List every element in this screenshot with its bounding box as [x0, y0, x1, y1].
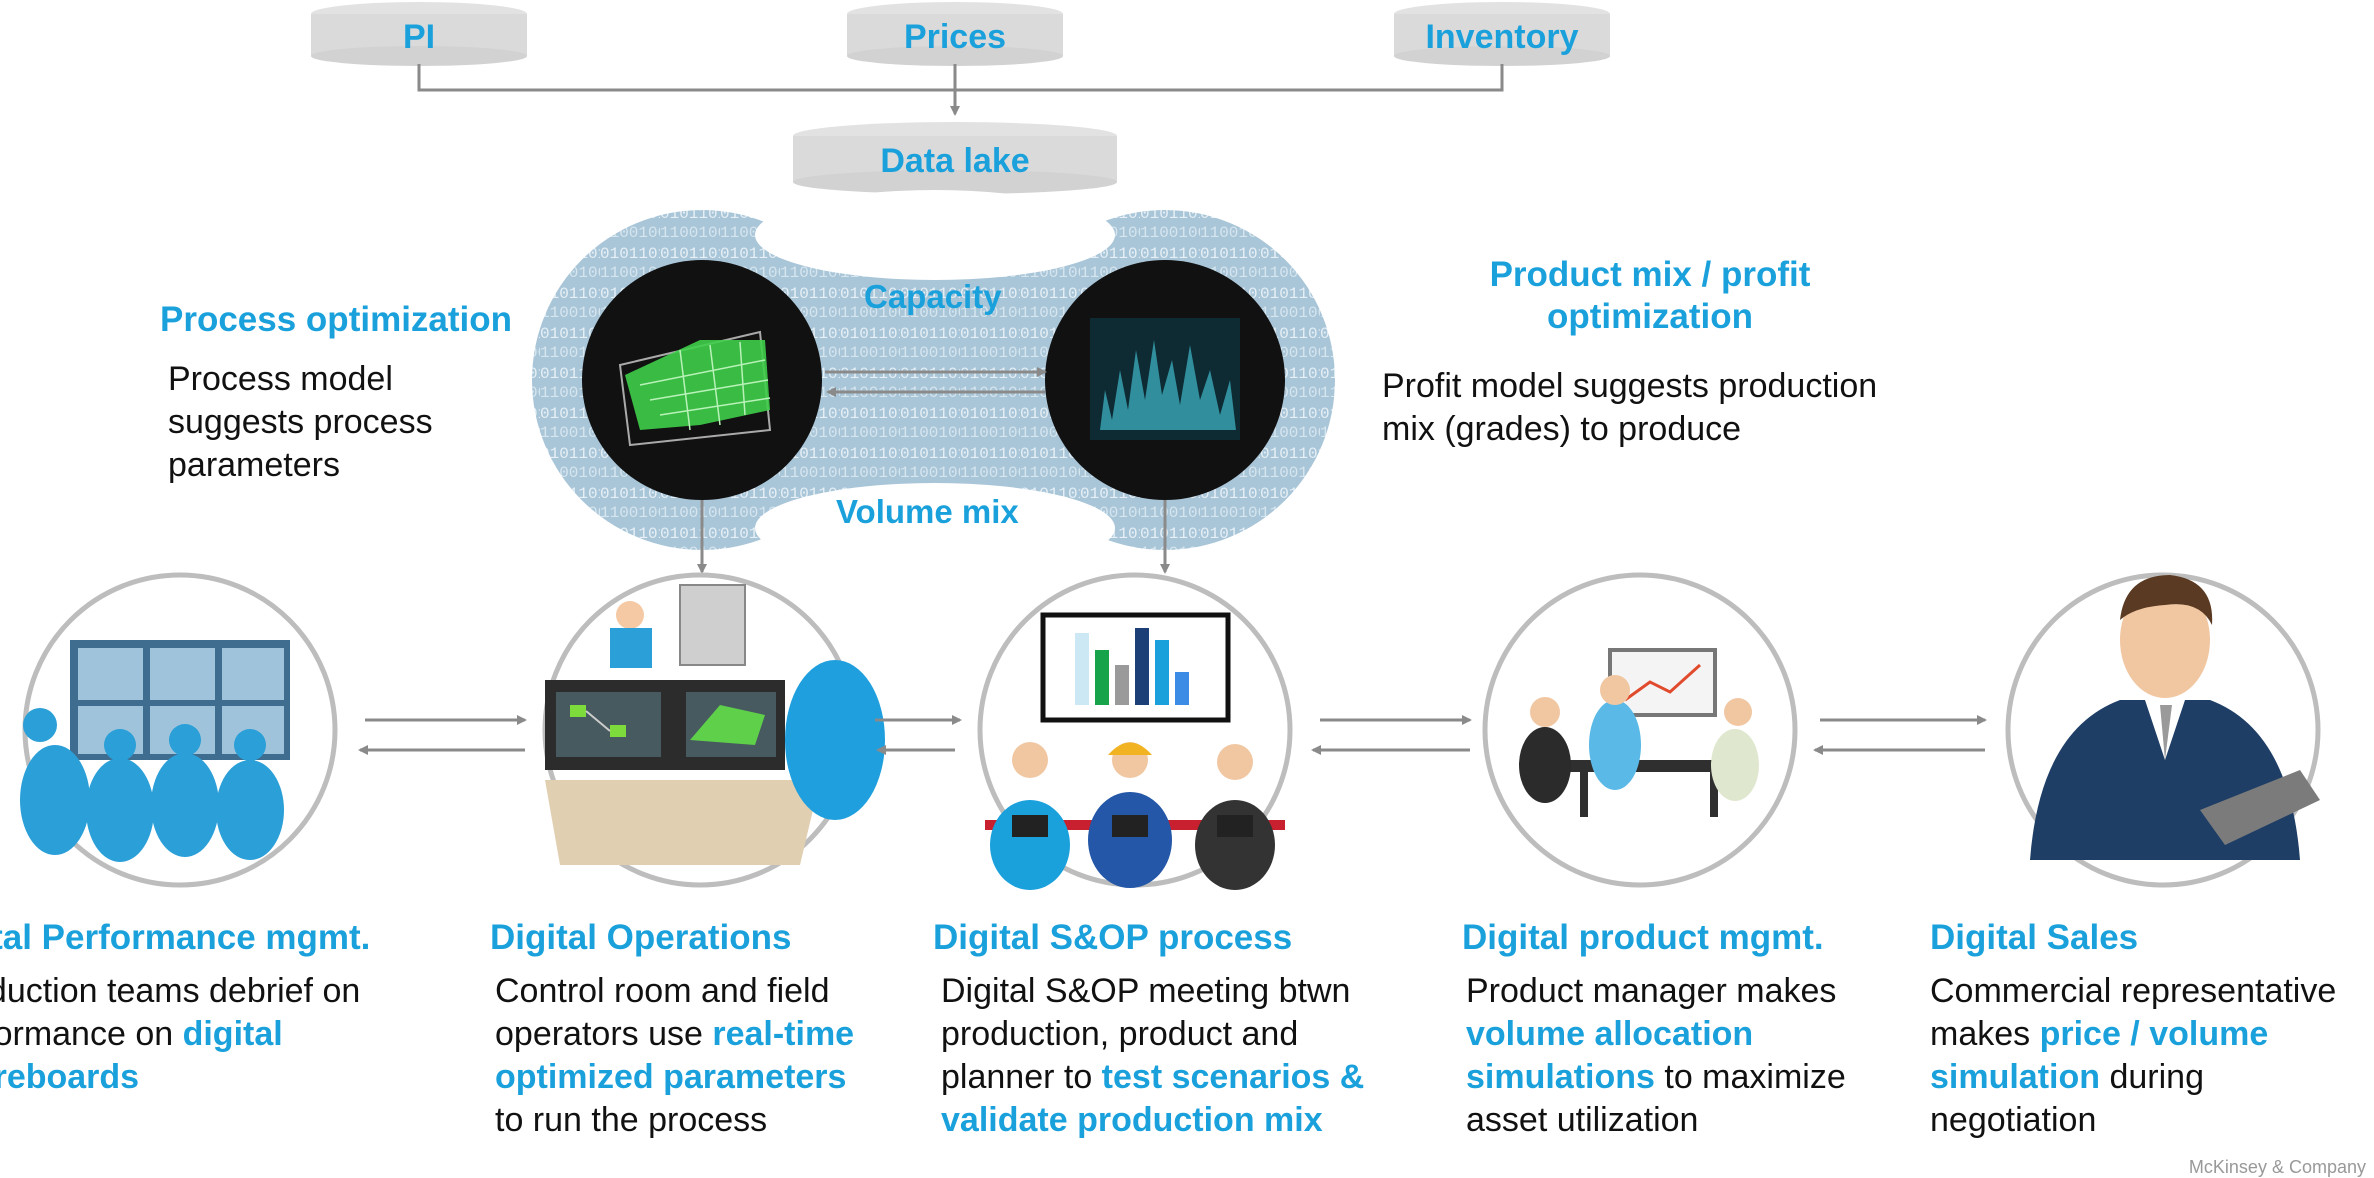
body-text: Digital S&OP meeting btwn production, pr…	[941, 972, 1351, 1096]
highlight-text: price / volume simulation	[1930, 1015, 2269, 1096]
process-optimization-title: Process optimization	[160, 300, 513, 339]
db-prices	[847, 2, 1063, 66]
process-model-graphic	[582, 260, 822, 500]
stage-title-product: Digital product mgmt.	[1462, 918, 1824, 957]
sop-meeting-illustration	[985, 612, 1285, 890]
body-text: Control room and field operators use	[495, 972, 830, 1053]
capacity-label: Capacity	[864, 278, 1002, 315]
stage-title-operations: Digital Operations	[490, 918, 792, 957]
stage-title-sop: Digital S&OP process	[933, 918, 1293, 957]
product-mix-text: Profit model suggests production mix (gr…	[1382, 367, 1878, 448]
product-mix-title: Product mix / profit optimization	[1489, 255, 1811, 336]
source-label-inventory: Inventory	[1425, 18, 1579, 56]
stage-title-performance: Digital Performance mgmt.	[0, 918, 371, 957]
db-pi	[311, 2, 527, 66]
highlight-text: volume allocation simulations	[1466, 1015, 1754, 1096]
stage-text-sales: Commercial representative makes price / …	[1930, 970, 2370, 1142]
footer-brand: McKinsey & Company	[2188, 1157, 2366, 1177]
data-lake-label: Data lake	[880, 142, 1030, 180]
stage-text-operations: Control room and field operators use rea…	[495, 970, 875, 1142]
body-text: on performance on	[0, 972, 361, 1053]
highlight-text: digital scoreboards	[0, 1015, 283, 1096]
db-inventory	[1394, 2, 1610, 66]
body-text: to run the process	[495, 1101, 768, 1139]
volume-mix-label: Volume mix	[836, 493, 1019, 530]
control-room-illustration	[545, 584, 885, 865]
process-optimization-text: Process model suggests process parameter…	[168, 360, 433, 484]
profit-model-graphic	[1045, 260, 1285, 500]
highlight-text: real-time optimized parameters	[495, 1015, 855, 1096]
stage-connectors	[358, 715, 1987, 755]
sales-rep-illustration	[2030, 575, 2320, 860]
stage-title-sales: Digital Sales	[1930, 918, 2139, 957]
model-connectors	[697, 367, 1170, 574]
body-text: to maximize asset utilization	[1466, 1058, 1846, 1139]
body-text: Commercial representative makes	[1930, 972, 2337, 1053]
db-data-lake	[793, 122, 1117, 194]
stage-text-sop: Digital S&OP meeting btwn production, pr…	[941, 970, 1391, 1142]
source-label-prices: Prices	[903, 18, 1007, 56]
stage-text-product: Product manager makes volume allocation …	[1466, 970, 1886, 1142]
performance-scoreboard-illustration	[20, 640, 290, 862]
stage-text-performance: Production teams debrief on performance …	[0, 970, 375, 1099]
body-text: during negotiation	[1930, 1058, 2204, 1139]
body-text: Production teams debrief	[0, 972, 313, 1010]
source-label-pi: PI	[402, 18, 436, 56]
body-text: Product manager makes	[1466, 972, 1837, 1010]
product-meeting-illustration	[1519, 648, 1759, 817]
highlight-text: test scenarios & validate production mix	[941, 1058, 1365, 1139]
